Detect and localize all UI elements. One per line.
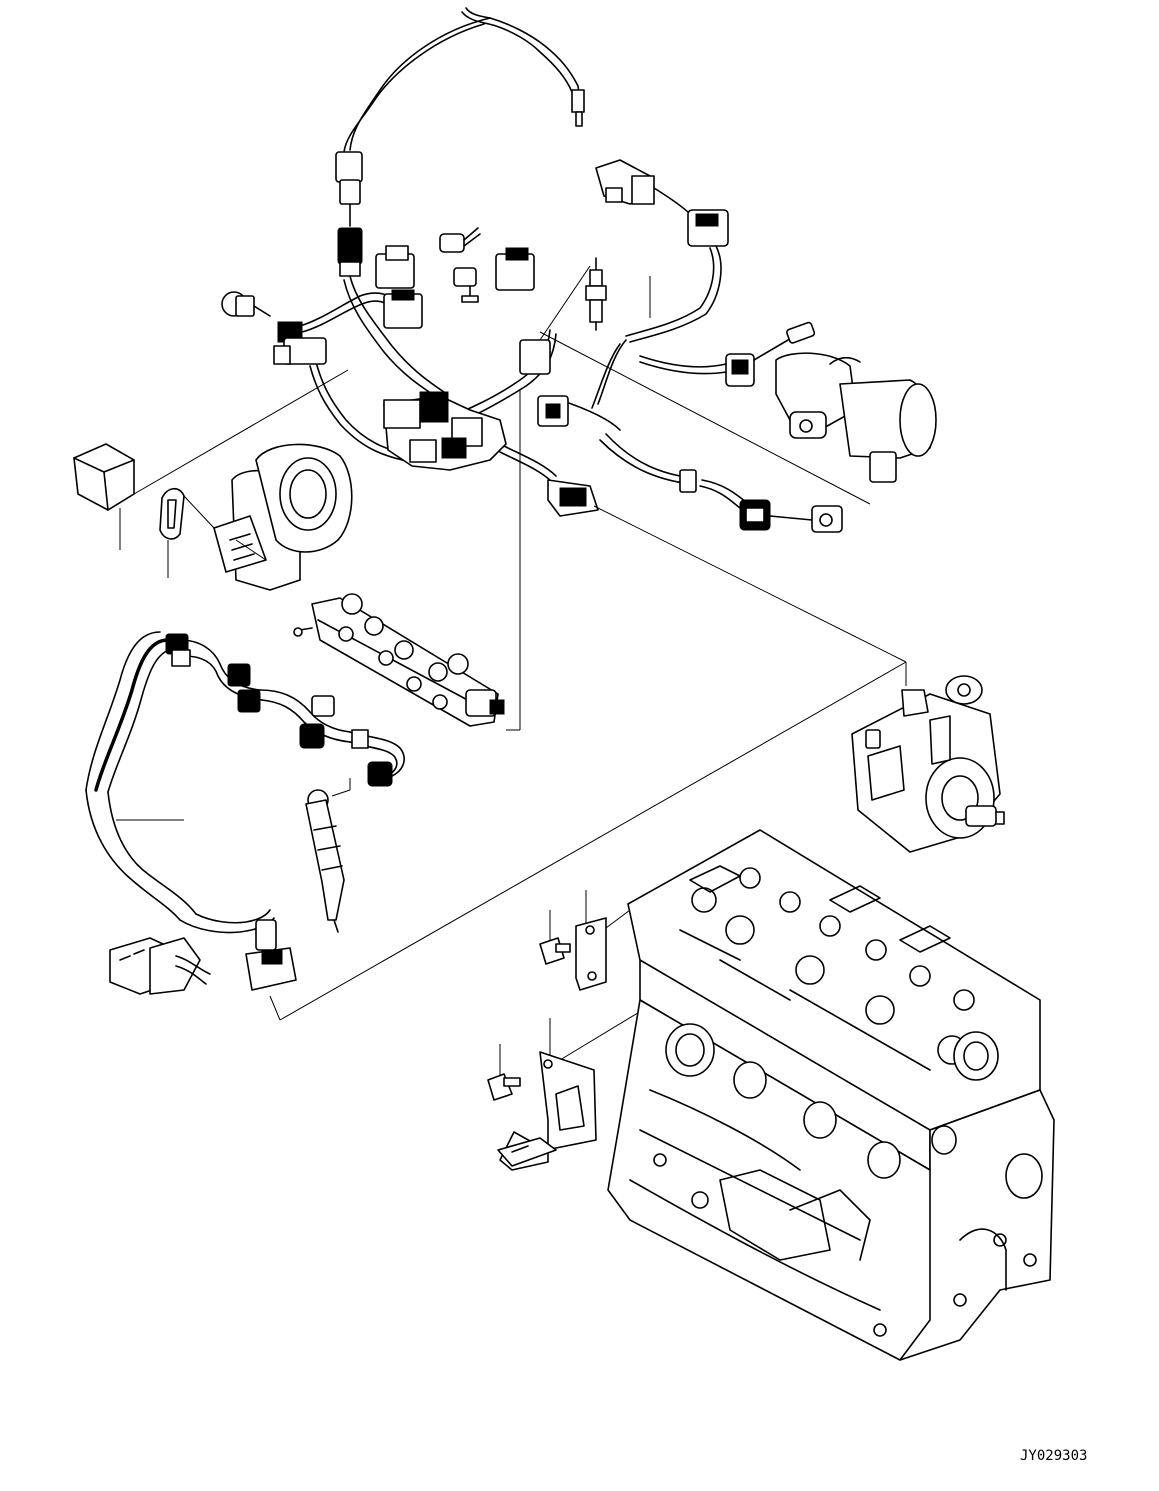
harness-left-connector[interactable] — [273, 321, 327, 365]
throttle-gasket[interactable] — [159, 487, 185, 540]
upper-bracket[interactable] — [575, 917, 607, 991]
main-wiring-harness[interactable] — [299, 275, 747, 509]
injector-harness[interactable] — [85, 631, 405, 995]
fuel-supply-pump[interactable] — [851, 675, 1005, 853]
exhaust-temperature-sensor[interactable] — [343, 7, 585, 153]
rail-connector[interactable] — [547, 479, 599, 517]
upper-bracket-bolt[interactable] — [539, 937, 571, 965]
figure-reference-code: JY029303 — [1020, 1448, 1087, 1464]
lower-bracket[interactable] — [497, 1051, 597, 1171]
lower-bracket-bolt[interactable] — [487, 1073, 521, 1101]
engine-controller-module[interactable] — [73, 443, 135, 511]
egr-valve[interactable] — [639, 321, 937, 483]
leader-lines — [116, 265, 907, 1084]
cylinder-block — [607, 829, 1055, 1361]
sensor-lead-connector[interactable] — [335, 151, 363, 277]
oil-pressure-switch[interactable] — [585, 257, 607, 331]
fuel-injector[interactable] — [305, 789, 345, 933]
electric-throttle-valve[interactable] — [213, 443, 353, 591]
egr-lead-connectors[interactable] — [679, 469, 843, 533]
coolant-temperature-sensor[interactable] — [439, 227, 481, 253]
cam-sensor[interactable] — [221, 291, 271, 317]
common-rail[interactable] — [293, 593, 505, 727]
relay-connector-block[interactable] — [375, 245, 569, 427]
speed-sensor[interactable] — [453, 267, 479, 303]
boost-pressure-sensor[interactable] — [591, 159, 729, 409]
